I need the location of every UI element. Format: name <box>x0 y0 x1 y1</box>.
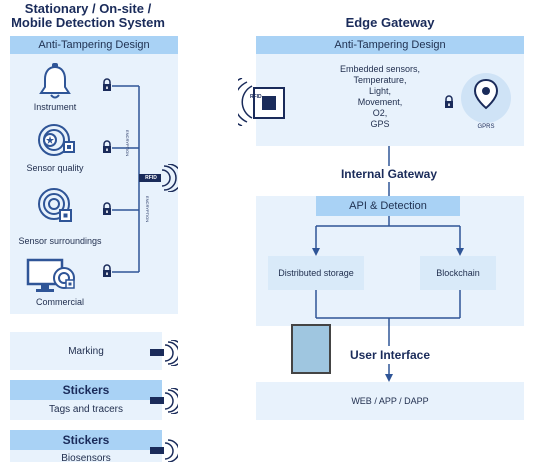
sensor-surroundings-label: Sensor surroundings <box>18 236 102 246</box>
internal-gateway-label: Internal Gateway <box>330 166 448 182</box>
distributed-storage-box: Distributed storage <box>268 256 364 290</box>
commercial-label: Commercial <box>35 297 84 307</box>
left-title: Stationary / On-site / Mobile Detection … <box>0 2 176 30</box>
lock-icon <box>103 78 111 91</box>
right-title: Edge Gateway <box>345 15 435 30</box>
left-title-line1: Stationary / On-site / <box>24 1 152 16</box>
gprs-label: GPRS <box>477 124 495 130</box>
rfid-chip-icon <box>238 78 285 126</box>
sensor-item: Light, <box>368 86 392 96</box>
tags-and-tracers-label: Tags and tracers <box>49 404 123 415</box>
lock-icon <box>103 202 111 215</box>
marking-box <box>10 332 162 370</box>
rfid-waves-icon <box>161 164 178 192</box>
sensor-item: GPS <box>370 119 390 129</box>
instrument-label: Instrument <box>33 102 77 112</box>
monitor-icon <box>26 258 75 292</box>
sensor-item: Temperature, <box>353 75 407 85</box>
lock-icon <box>103 140 111 153</box>
blockchain-box: Blockchain <box>420 256 496 290</box>
lock-icon <box>103 264 111 277</box>
biosensors-label: Biosensors <box>61 453 111 464</box>
rfid-tag-icon <box>150 439 178 462</box>
sensor-quality-icon <box>38 124 75 156</box>
ui-screen-rect <box>291 324 331 374</box>
web-app-dapp-box: WEB / APP / DAPP <box>256 382 524 420</box>
sensor-surroundings-icon <box>38 188 72 222</box>
sensor-item: Movement, <box>357 97 403 107</box>
rfid-label: RFID <box>145 175 157 181</box>
stickers-header-1: Stickers <box>10 380 162 400</box>
right-anti-tampering-header: Anti-Tampering Design <box>256 36 524 54</box>
marking-label: Marking <box>68 346 104 357</box>
user-interface-label: User Interface <box>340 346 440 364</box>
sensor-item: Embedded sensors, <box>339 64 421 74</box>
lock-icon <box>445 95 453 108</box>
right-rfid-label: RFID <box>250 94 262 100</box>
stickers-header-2: Stickers <box>10 430 162 450</box>
api-detection-box: API & Detection <box>316 196 460 216</box>
sensor-list: Embedded sensors, Temperature, Light, Mo… <box>320 64 440 130</box>
sensor-item: O2, <box>372 108 388 118</box>
rfid-tag-icon <box>150 388 178 414</box>
bell-icon <box>39 63 71 99</box>
sensor-quality-label: Sensor quality <box>26 163 84 173</box>
rfid-tag-icon <box>150 340 178 366</box>
left-anti-tampering-header: Anti-Tampering Design <box>10 36 178 54</box>
left-title-line2: Mobile Detection System <box>11 15 165 30</box>
gps-pin-icon <box>461 73 511 123</box>
